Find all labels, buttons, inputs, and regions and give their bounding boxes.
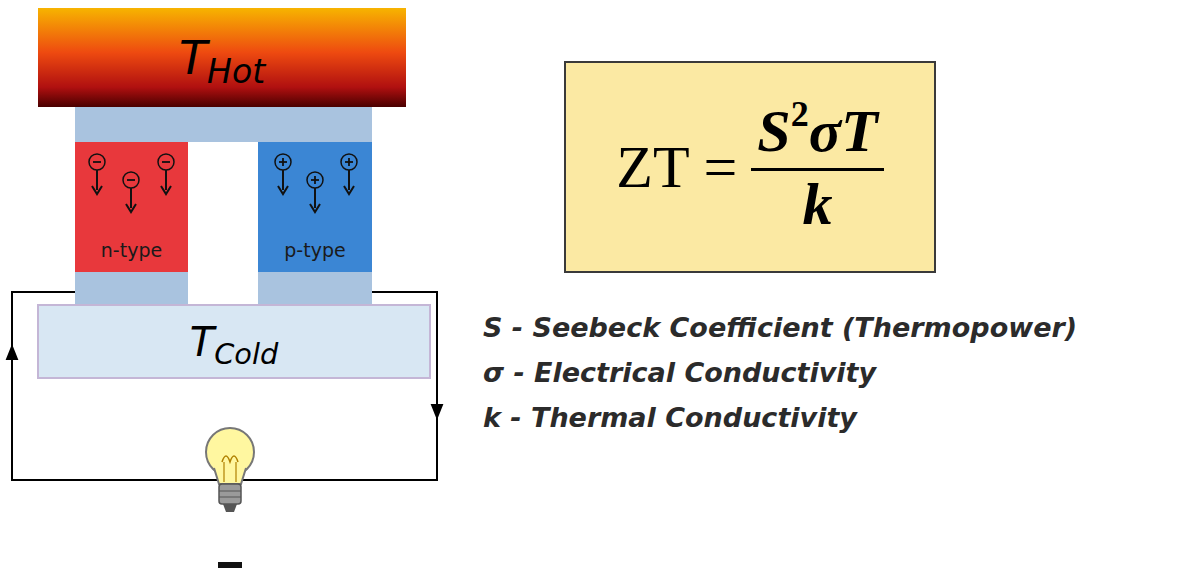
temperature-subscript: Hot [207,52,265,91]
temperature-symbol: T [190,319,214,365]
leg-label: n-type [101,239,162,261]
hot-reservoir [38,8,406,107]
variable-definition: k - Thermal Conductivity [483,402,857,433]
numerator: S2σT [751,97,883,171]
bottom-pad [258,272,372,305]
n-type-leg: n-type [75,228,188,272]
formula-symbol: S [757,97,790,166]
wire [12,292,218,480]
cold-reservoir [38,305,430,378]
fraction: S2σTk [751,97,883,237]
charge-carriers [89,154,357,212]
ground-bar [218,562,242,568]
wire [242,292,437,480]
formula-exponent: 2 [791,93,809,135]
hot-reservoir: THot [38,8,406,107]
bottom-pad [75,272,188,305]
p-leg [258,142,372,272]
node-content: n-type [101,239,162,261]
temperature-symbol: T [179,31,207,85]
node-content: THot [179,31,265,85]
variable-definition: σ - Electrical Conductivity [483,357,876,388]
cold-reservoir: TCold [38,305,430,378]
node-content: TCold [190,319,278,365]
formula-lhs: ZT = [616,133,737,202]
temperature-subscript: Cold [214,337,278,371]
current-arrow [436,392,438,412]
formula-symbol: k [803,171,833,237]
leg-label: p-type [284,239,345,261]
formula-symbol: σT [809,97,878,166]
formula-box [565,62,935,272]
top-connector [75,107,372,142]
formula-box: ZT =S2σTk [565,62,935,272]
node-content: ZT =S2σTk [616,97,883,237]
current-arrow [11,352,13,372]
light-bulb [206,428,254,512]
n-leg [75,142,188,272]
node-content: p-type [284,239,345,261]
p-type-leg: p-type [258,228,372,272]
variable-definition: S - Seebeck Coefficient (Thermopower) [483,312,1077,343]
